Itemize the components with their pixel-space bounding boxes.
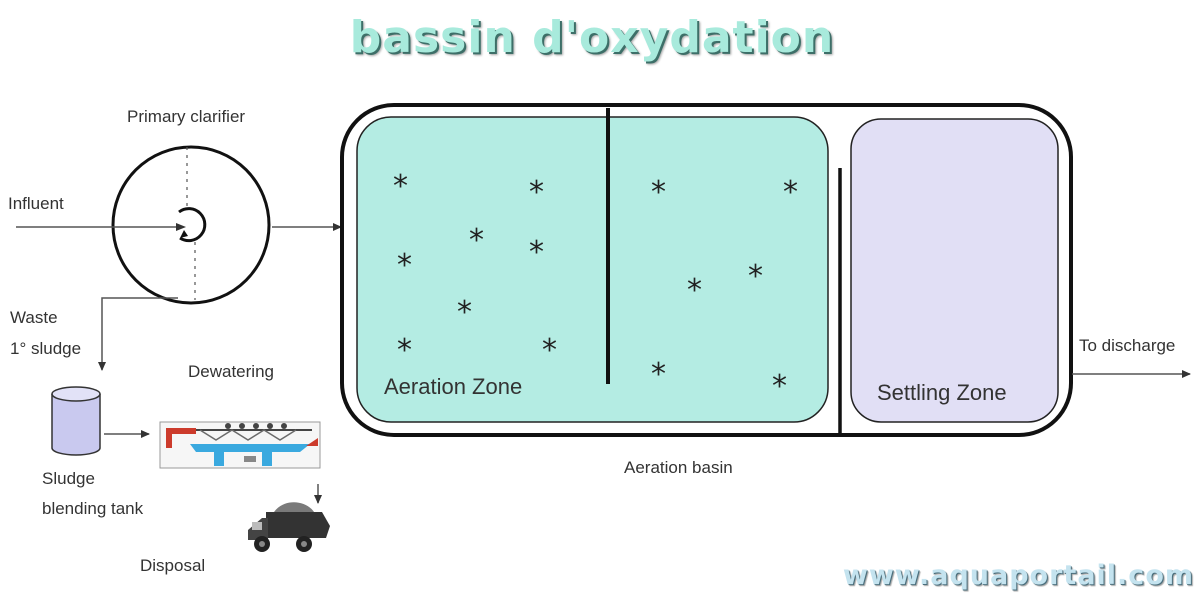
disposal-label: Disposal xyxy=(140,556,206,575)
aeration-bubble-icon: * xyxy=(529,235,544,270)
primary-sludge-label: 1° sludge xyxy=(10,339,82,358)
disposal-truck-icon xyxy=(248,502,330,552)
aeration-bubble-icon: * xyxy=(783,175,798,210)
aeration-bubble-icon: * xyxy=(469,223,484,258)
primary-clarifier-label: Primary clarifier xyxy=(127,107,246,126)
blending-tank-label: blending tank xyxy=(42,499,144,518)
waste-label: Waste xyxy=(10,308,58,327)
aeration-bubble-icon: * xyxy=(772,369,787,404)
aeration-bubble-icon: * xyxy=(748,259,763,294)
aeration-bubble-icon: * xyxy=(529,175,544,210)
to-discharge-label: To discharge xyxy=(1079,336,1176,355)
aeration-zone xyxy=(356,116,829,423)
aeration-bubble-icon: * xyxy=(397,248,412,283)
clarifier-center-well xyxy=(178,207,207,243)
watermark: www.aquaportail.com xyxy=(842,560,1194,591)
primary-clarifier xyxy=(111,145,271,305)
aeration-bubble-icon: * xyxy=(542,333,557,368)
aeration-bubble-icon: * xyxy=(397,333,412,368)
aeration-bubble-icon: * xyxy=(651,175,666,210)
sludge-blending-tank-icon xyxy=(51,386,101,456)
aeration-bubble-icon: * xyxy=(651,357,666,392)
settling-zone xyxy=(850,118,1059,423)
aeration-bubble-icon: * xyxy=(457,295,472,330)
waste-sludge-line xyxy=(98,297,178,371)
influent-label: Influent xyxy=(8,194,64,213)
aeration-basin-label: Aeration basin xyxy=(624,458,733,477)
aeration-bubble-icon: * xyxy=(393,169,408,204)
clarifier-outer-ring xyxy=(111,145,271,305)
aeration-zone-label: Aeration Zone xyxy=(384,374,523,399)
dewatering-press-icon xyxy=(159,421,321,469)
dewatering-label: Dewatering xyxy=(188,362,274,381)
sludge-label: Sludge xyxy=(42,469,95,488)
diagram-title: bassin d'oxydation xyxy=(349,12,835,63)
settling-zone-label: Settling Zone xyxy=(877,380,1007,405)
aeration-bubble-icon: * xyxy=(687,273,702,308)
